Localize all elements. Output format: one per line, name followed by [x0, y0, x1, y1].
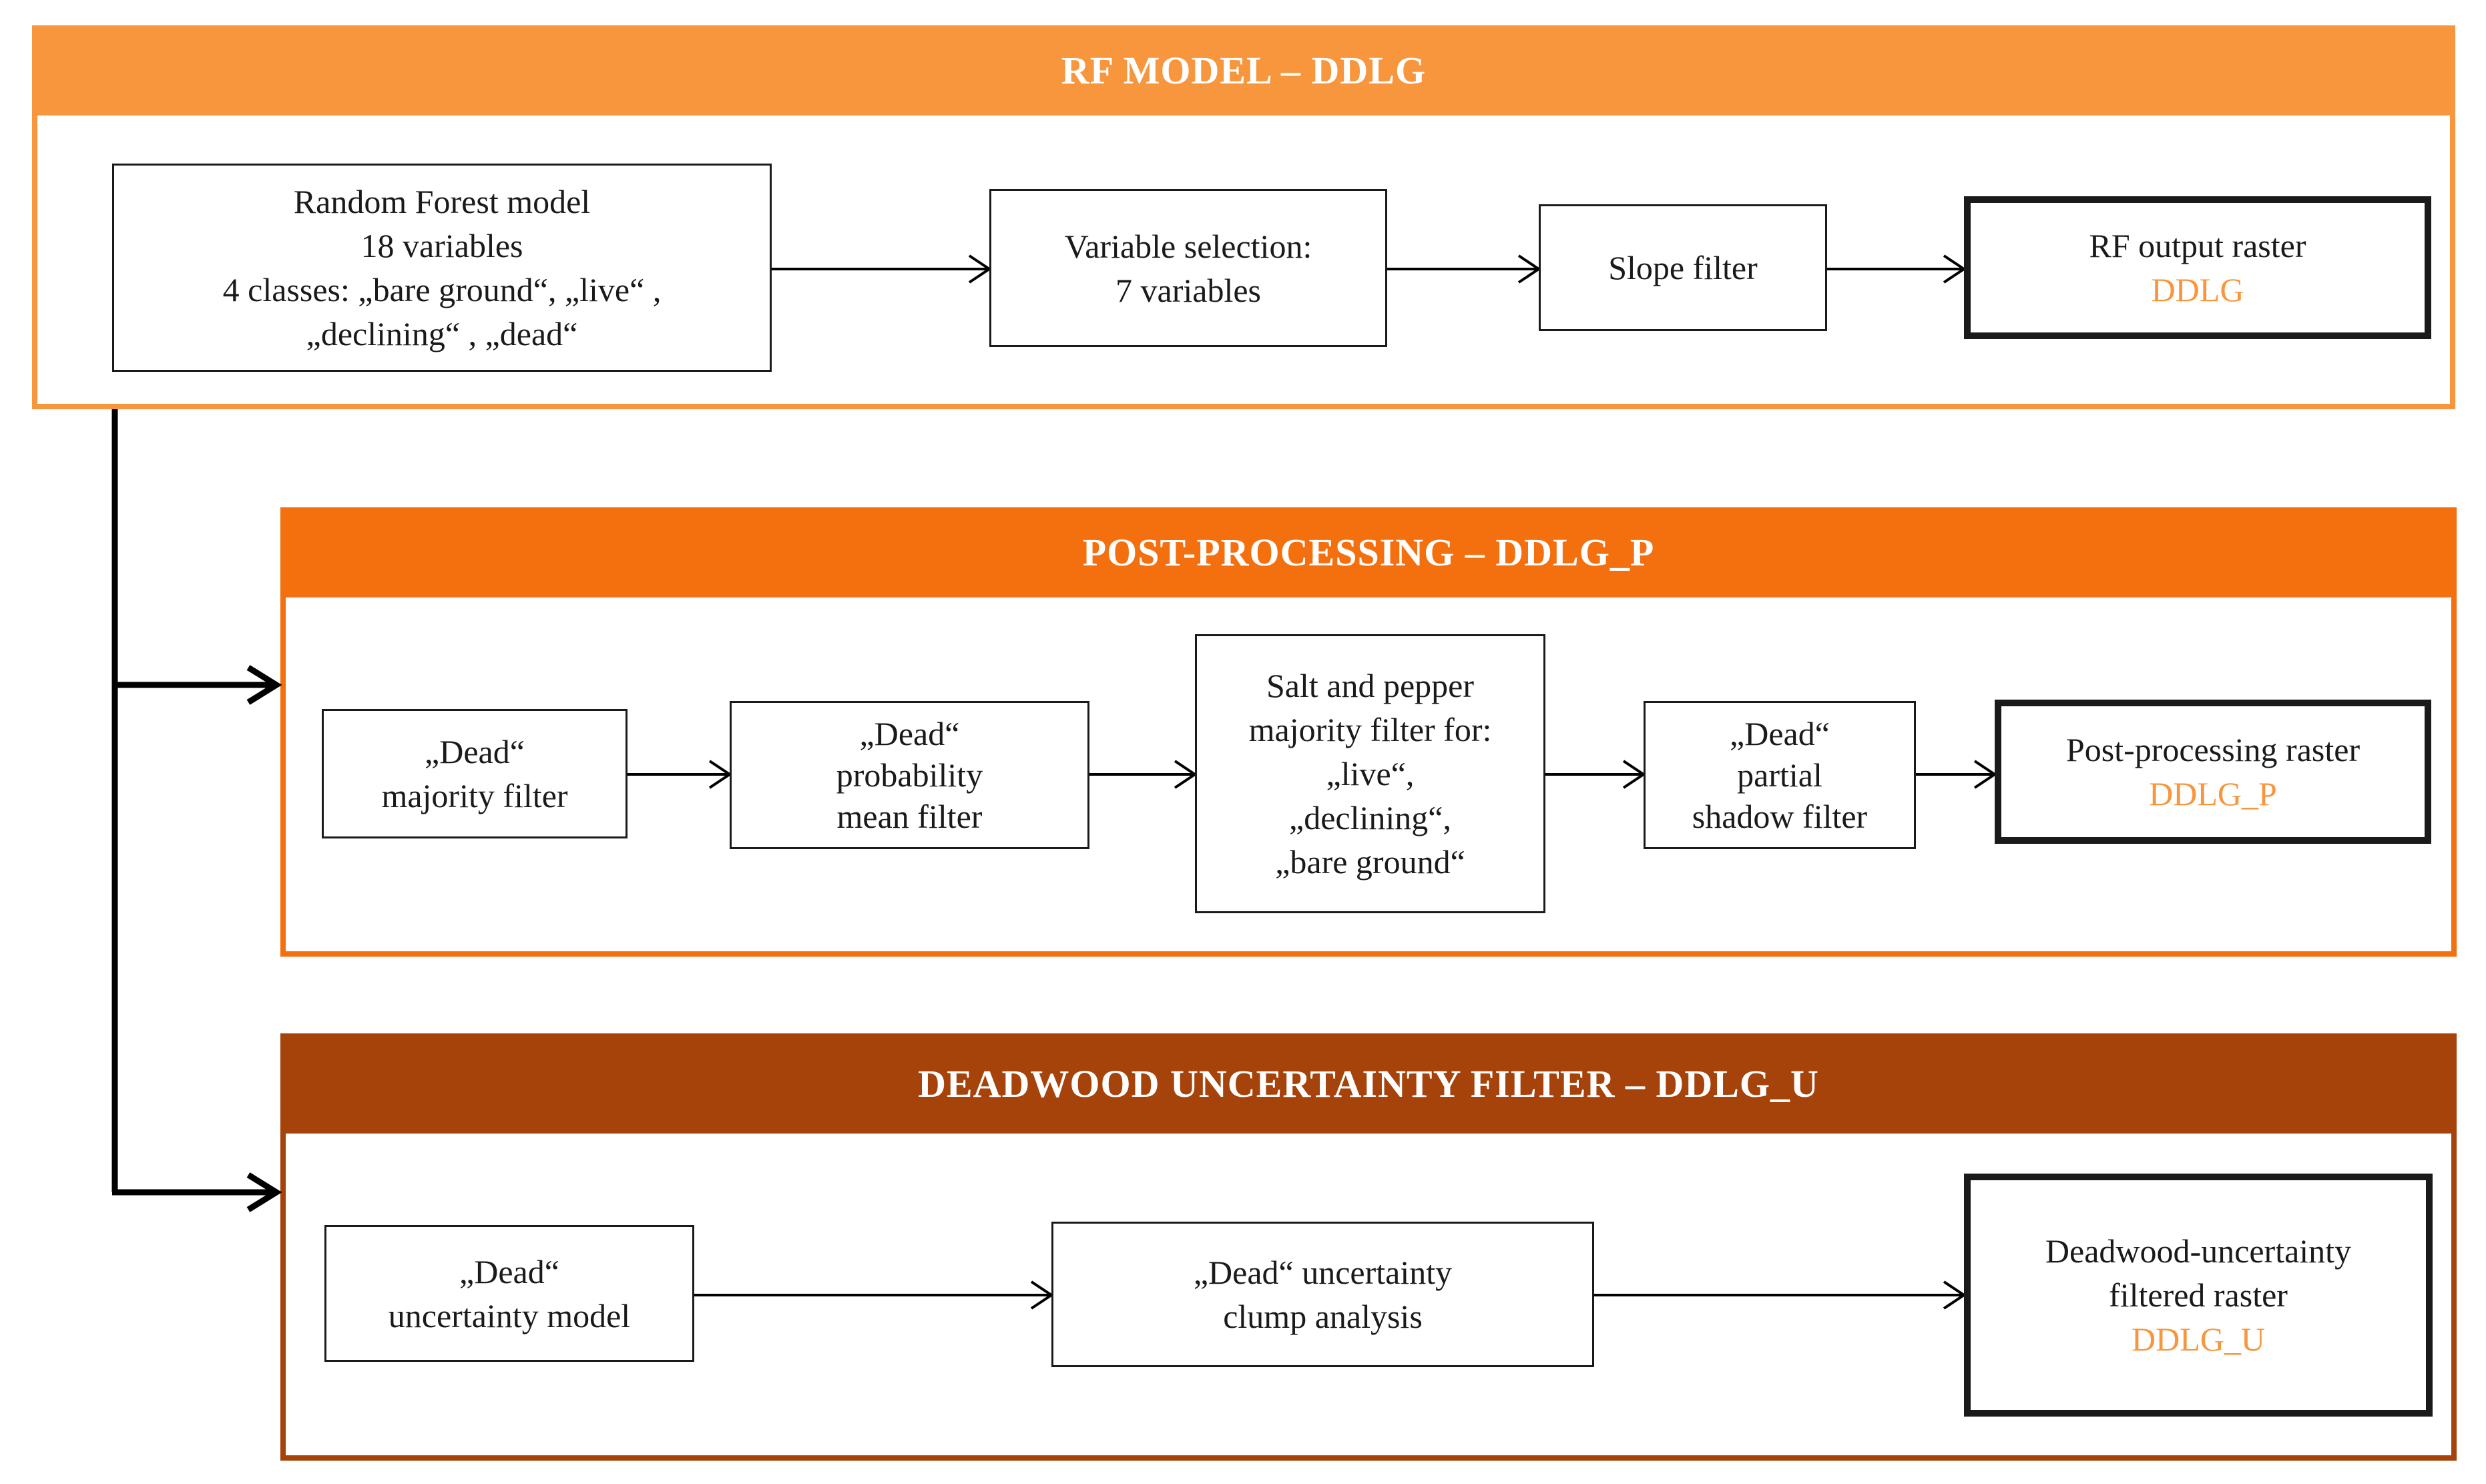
majority-line-1: „Dead“ [425, 733, 525, 770]
post-output-name: DDLG_P [2149, 775, 2277, 812]
branch-arrowhead-post [246, 665, 282, 705]
varsel-line-2: 7 variables [1115, 271, 1261, 309]
dw-output-label-2: filtered raster [2109, 1276, 2288, 1314]
dw-output-label-1: Deadwood-uncertainty [2045, 1232, 2352, 1270]
saltpepper-line-3: „live“, [1326, 755, 1415, 792]
rf-output-name: DDLG [2151, 271, 2244, 308]
dead-uncertainty-model-box: „Dead“ uncertainty model [324, 1225, 694, 1362]
rf-model-title: RF MODEL – DDLG [32, 25, 2455, 115]
dead-probability-mean-filter-box: „Dead“ probability mean filter [730, 701, 1089, 849]
deadwood-uncertainty-title: DEADWOOD UNCERTAINTY FILTER – DDLG_U [280, 1033, 2457, 1134]
variable-selection-box: Variable selection: 7 variables [989, 189, 1387, 347]
saltpepper-line-4: „declining“, [1289, 799, 1451, 836]
rf-line-3: 4 classes: „bare ground“, „live“ , [222, 271, 662, 308]
dead-uncertainty-clump-box: „Dead“ uncertainty clump analysis [1051, 1222, 1594, 1367]
deadwood-uncertainty-raster-box: Deadwood-uncertainty filtered raster DDL… [1964, 1174, 2433, 1417]
mean-line-1: „Dead“ [859, 715, 960, 752]
branch-arrowhead-deadwood [246, 1172, 282, 1212]
rf-line-2: 18 variables [360, 227, 523, 264]
mean-line-3: mean filter [836, 798, 983, 835]
majority-line-2: majority filter [381, 777, 568, 814]
salt-pepper-filter-box: Salt and pepper majority filter for: „li… [1195, 634, 1545, 913]
clump-line-1: „Dead“ uncertainty [1193, 1254, 1453, 1291]
dead-partial-shadow-filter-box: „Dead“ partial shadow filter [1644, 701, 1916, 849]
saltpepper-line-5: „bare ground“ [1275, 843, 1465, 881]
clump-line-2: clump analysis [1223, 1298, 1423, 1335]
rf-line-4: „declining“ , „dead“ [306, 315, 578, 352]
slope-filter-box: Slope filter [1539, 204, 1827, 331]
saltpepper-line-2: majority filter for: [1248, 711, 1492, 748]
mean-line-2: probability [836, 756, 983, 794]
uncertainty-line-1: „Dead“ [459, 1252, 559, 1290]
shadow-line-1: „Dead“ [1730, 715, 1830, 752]
post-processing-raster-box: Post-processing raster DDLG_P [1995, 700, 2431, 844]
random-forest-model-box: Random Forest model 18 variables 4 class… [112, 164, 772, 372]
slope-line-1: Slope filter [1608, 249, 1758, 286]
shadow-line-3: shadow filter [1692, 798, 1868, 835]
post-processing-title: POST-PROCESSING – DDLG_P [280, 507, 2457, 597]
saltpepper-line-1: Salt and pepper [1266, 667, 1474, 704]
rf-line-1: Random Forest model [293, 183, 591, 220]
post-output-label: Post-processing raster [2065, 731, 2360, 768]
shadow-line-2: partial [1737, 756, 1822, 794]
uncertainty-line-2: uncertainty model [388, 1296, 631, 1334]
rf-output-raster-box: RF output raster DDLG [1964, 196, 2431, 339]
dw-output-name: DDLG_U [2132, 1320, 2265, 1358]
dead-majority-filter-box: „Dead“ majority filter [322, 709, 628, 838]
rf-output-label: RF output raster [2089, 227, 2306, 264]
varsel-line-1: Variable selection: [1064, 227, 1312, 265]
